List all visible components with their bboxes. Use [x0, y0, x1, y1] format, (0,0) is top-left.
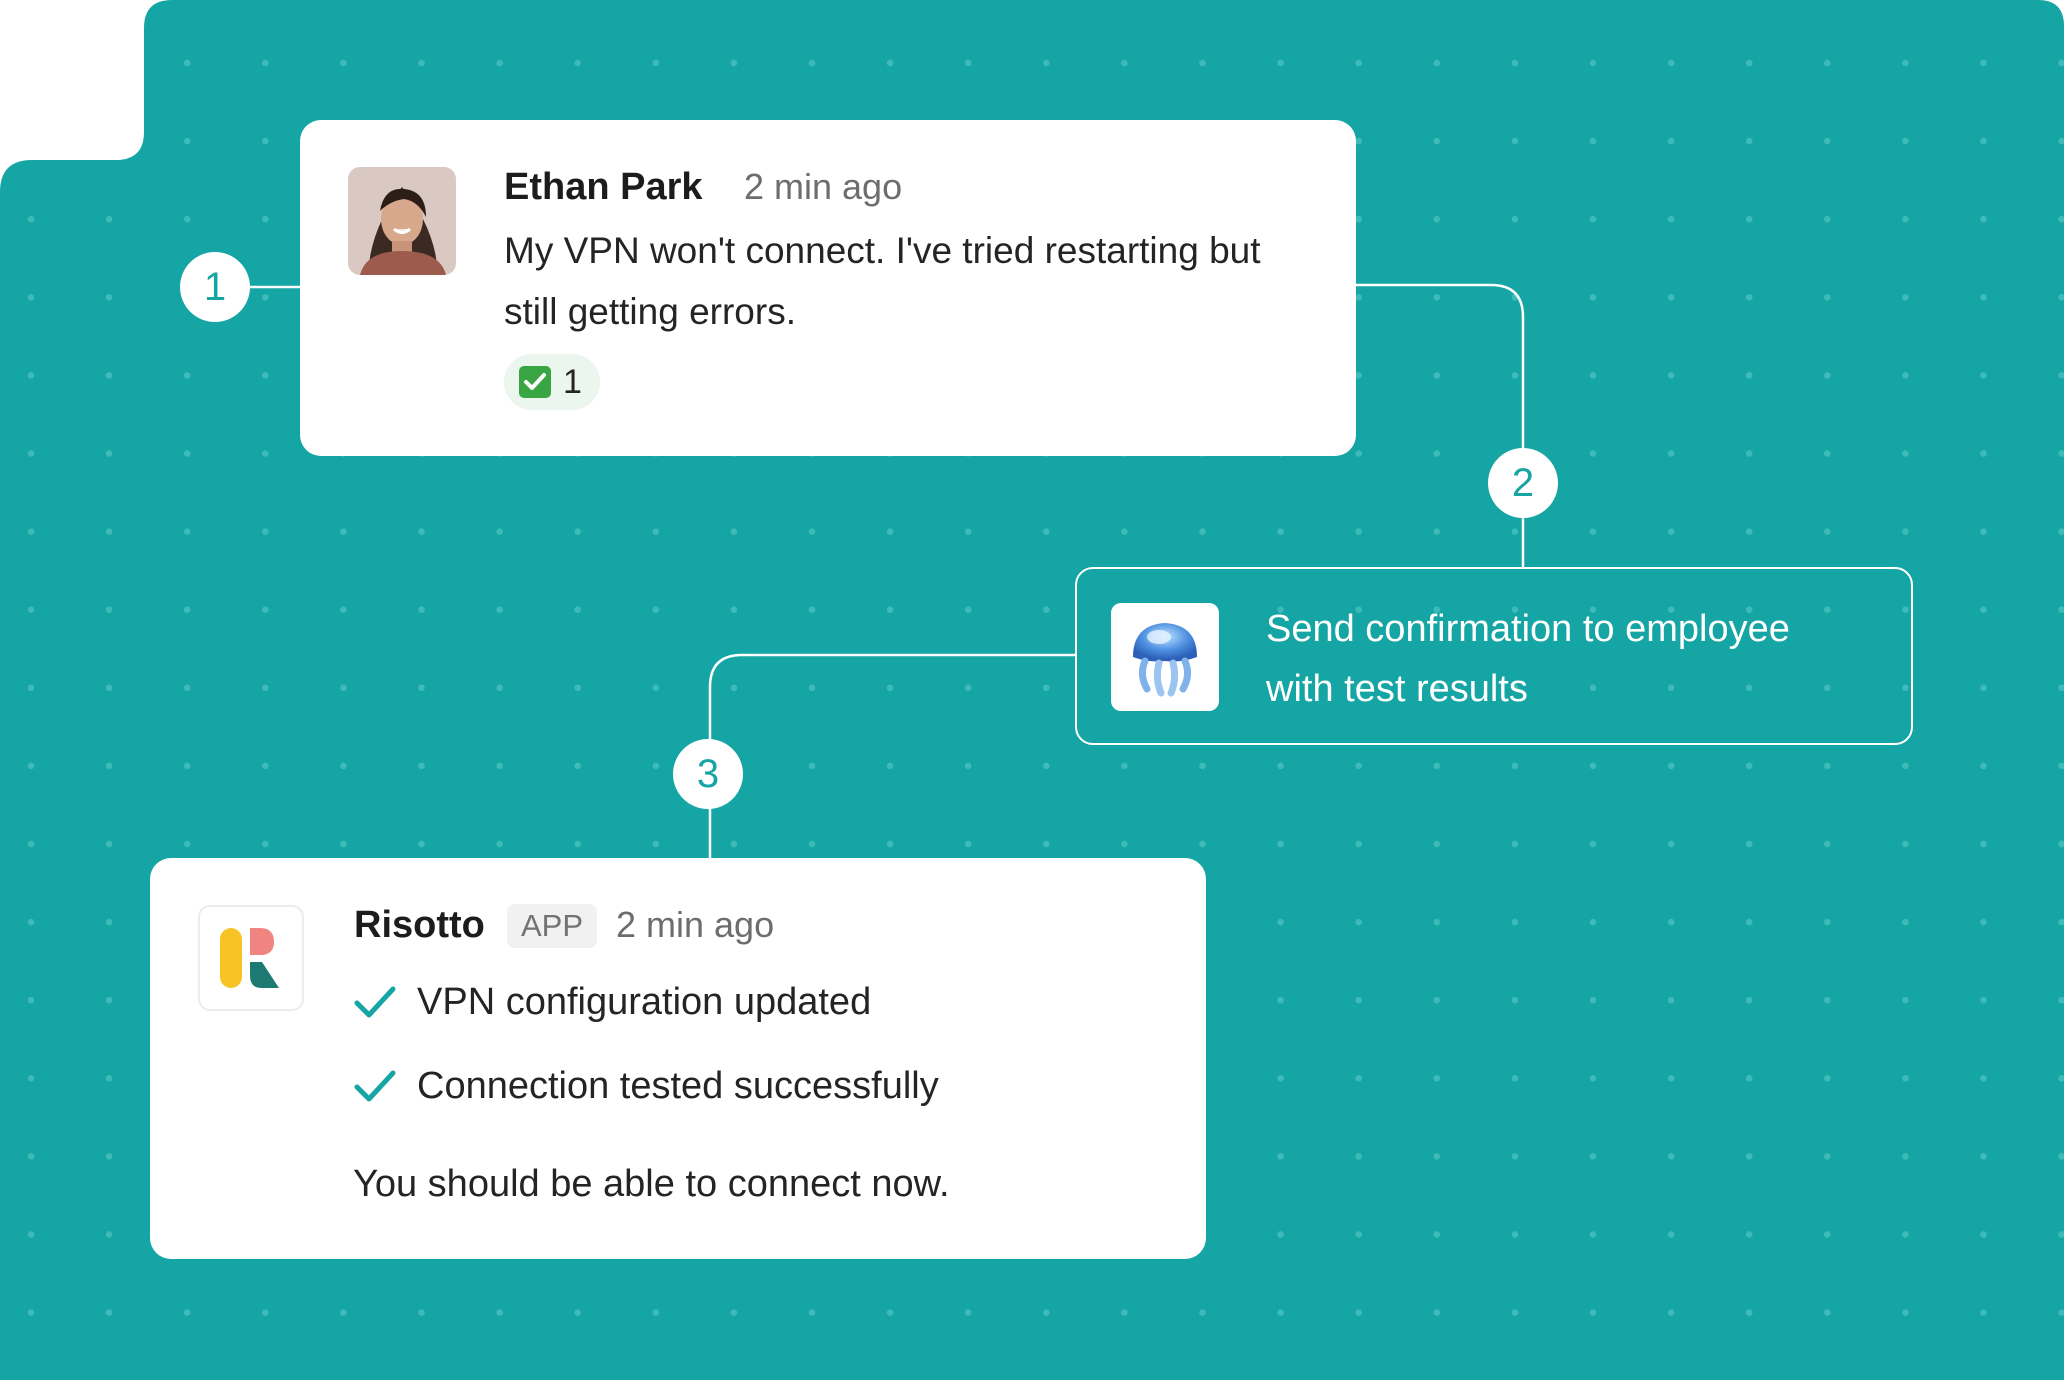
step-marker-3: 3	[673, 739, 743, 809]
checkmark-icon	[354, 1070, 396, 1102]
user-avatar-photo	[348, 167, 456, 275]
closing-message: You should be able to connect now.	[353, 1163, 950, 1205]
step-marker-2: 2	[1488, 448, 1558, 518]
app-badge: APP	[507, 904, 598, 948]
message-text: My VPN won't connect. I've tried restart…	[504, 230, 1261, 332]
checkmark-icon	[354, 986, 396, 1018]
message-timestamp: 2 min ago	[744, 166, 903, 207]
step-marker-1: 1	[180, 252, 250, 322]
reaction-chip[interactable]: 1	[504, 354, 600, 410]
message-author: Ethan Park	[504, 166, 703, 208]
white-check-mark-emoji-icon	[519, 366, 551, 398]
action-description: Send confirmation to employee with test …	[1266, 608, 1790, 710]
user-message-card: Ethan Park 2 min ago My VPN won't connec…	[300, 120, 1356, 456]
app-message-timestamp: 2 min ago	[616, 904, 775, 945]
reaction-count: 1	[563, 363, 582, 401]
connector-lines	[250, 283, 1525, 858]
check-item-text: Connection tested successfully	[417, 1065, 939, 1107]
risotto-logo-icon	[198, 905, 304, 1011]
app-author: Risotto	[354, 904, 485, 946]
jellyfish-icon	[1111, 603, 1219, 711]
check-item-text: VPN configuration updated	[417, 981, 872, 1023]
app-message-card: Risotto APP 2 min ago VPN configuration …	[150, 858, 1206, 1259]
workflow-action-card: Send confirmation to employee with test …	[1075, 567, 1913, 745]
